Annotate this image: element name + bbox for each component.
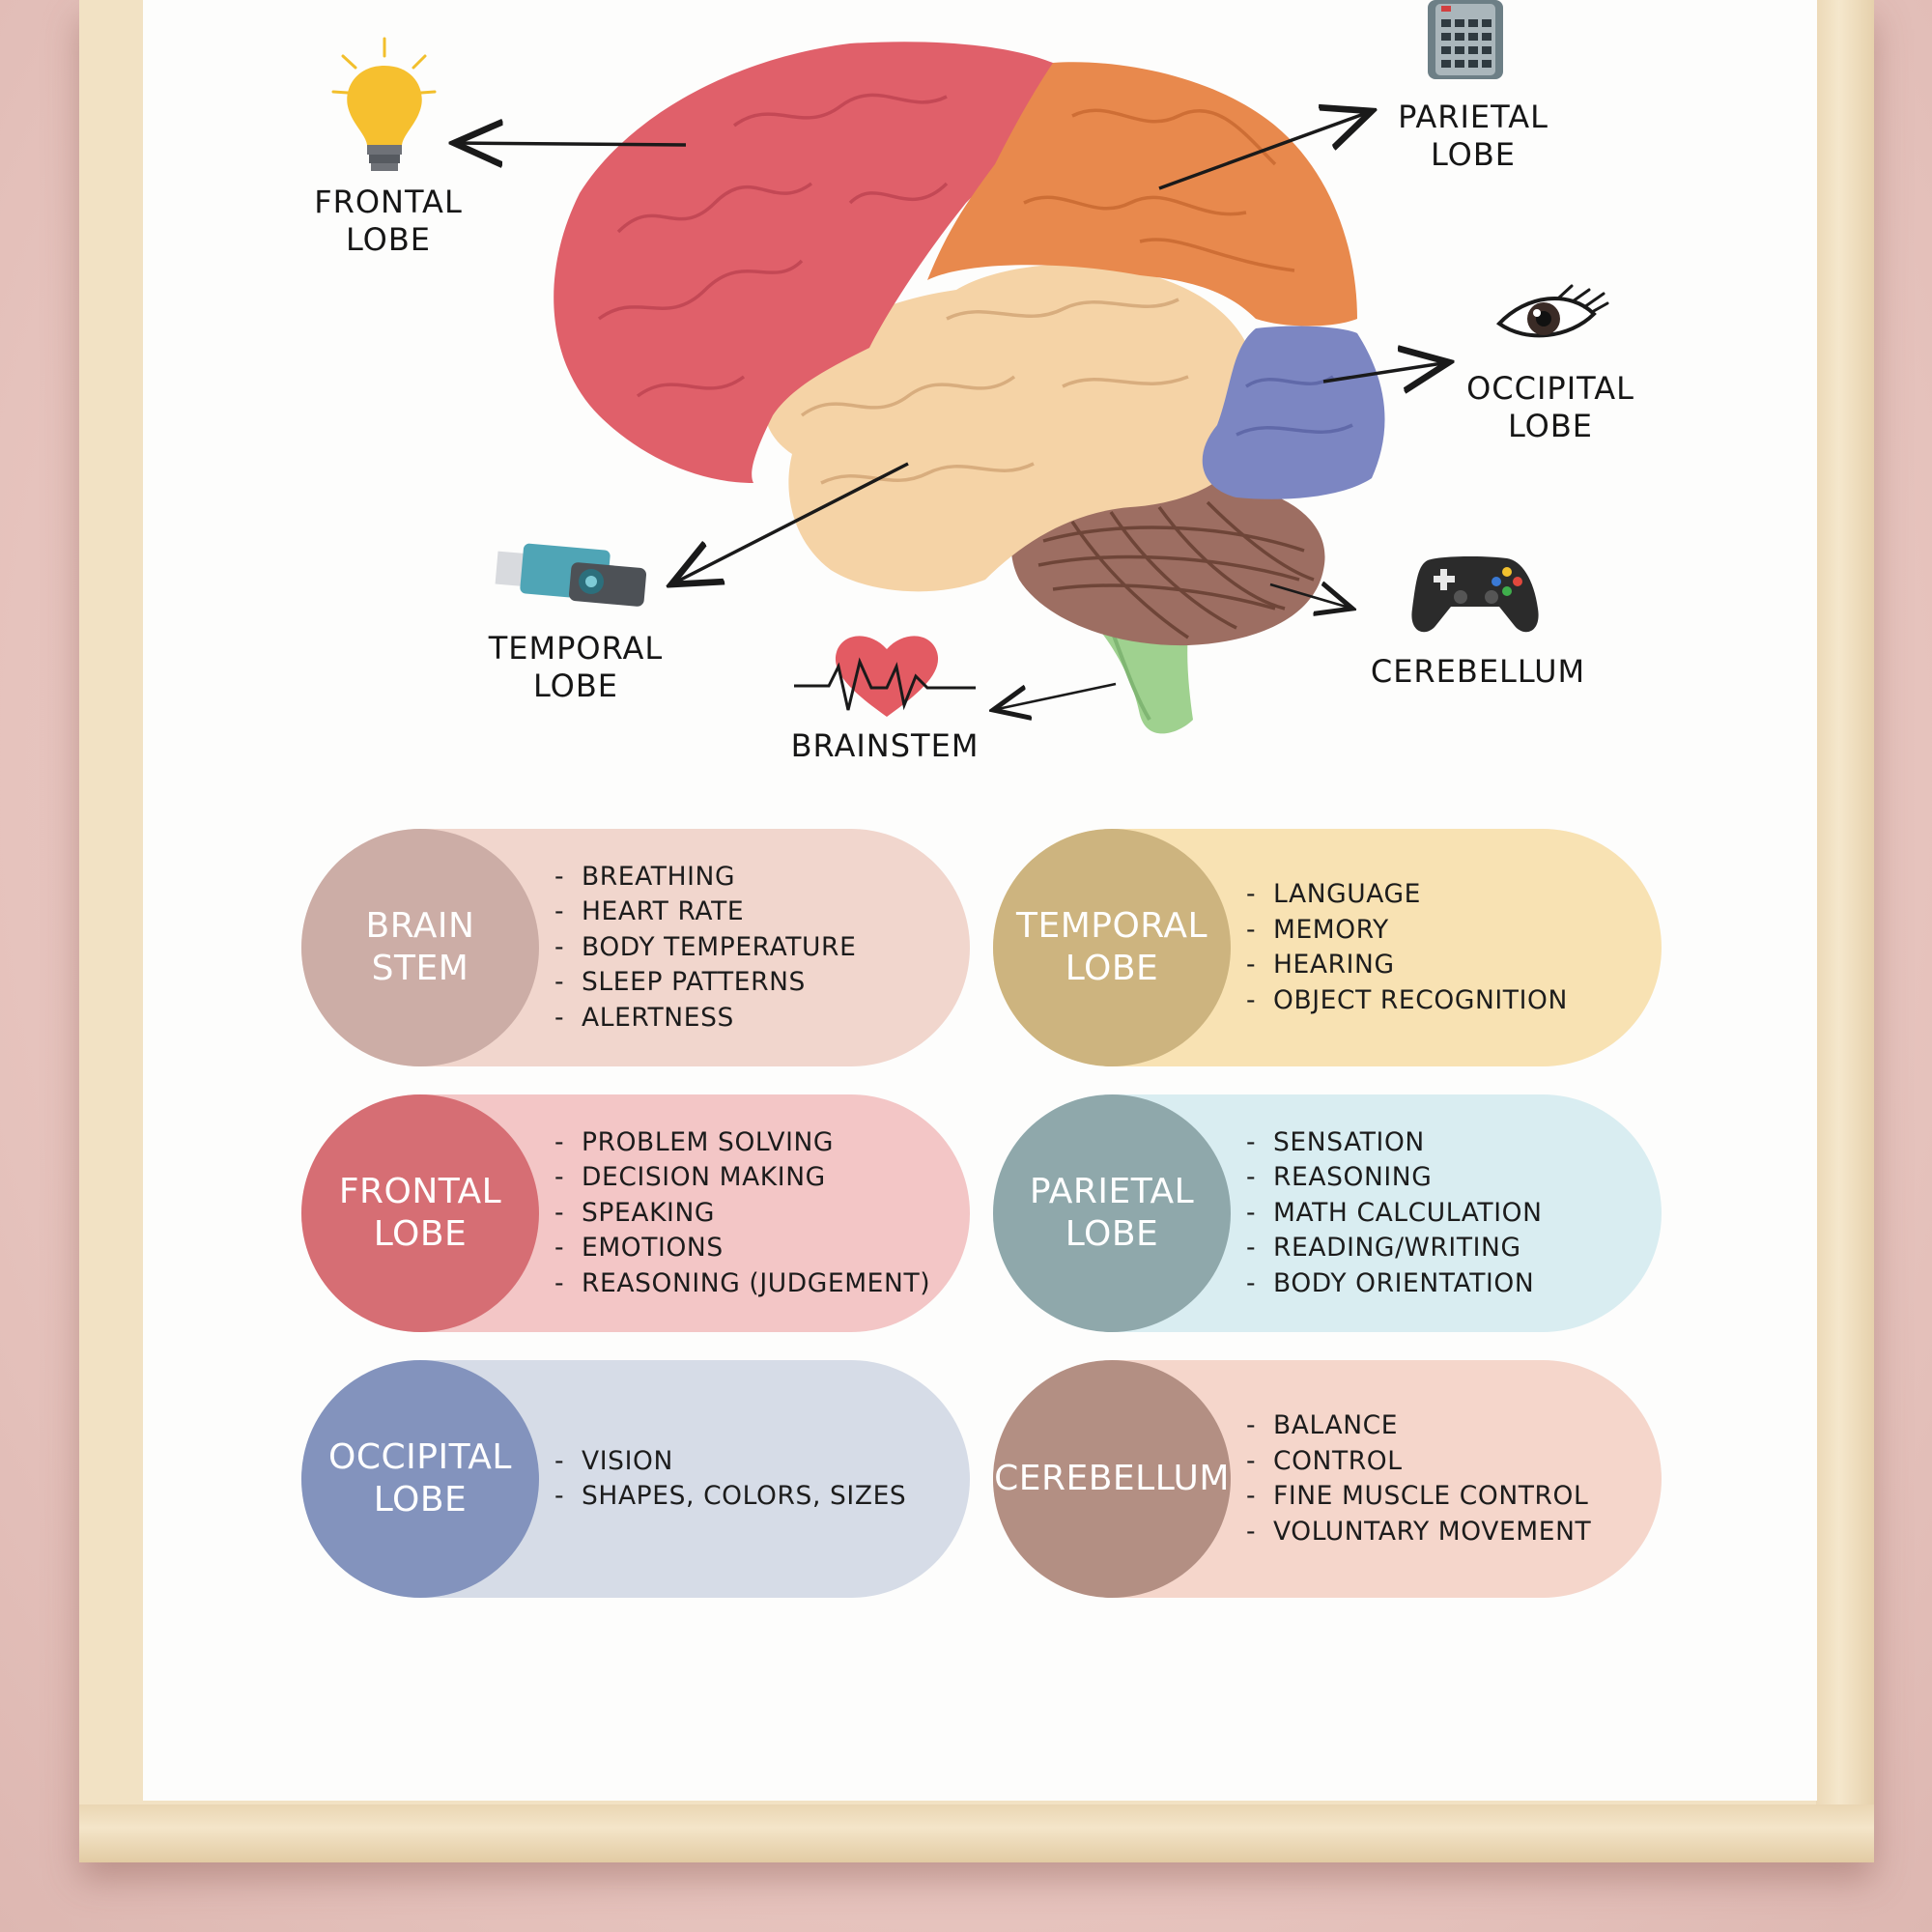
label-cerebellum: CEREBELLUM: [1370, 653, 1586, 690]
card-function-item: SENSATION: [1246, 1125, 1543, 1161]
card-title-circle: TEMPORAL LOBE: [993, 829, 1231, 1066]
card-function-item: MEMORY: [1246, 913, 1568, 949]
card-function-item: LANGUAGE: [1246, 877, 1568, 913]
card-function-item: MATH CALCULATION: [1246, 1196, 1543, 1232]
label-frontal-lobe: FRONTAL LOBE: [314, 184, 463, 258]
temporal-lobe-shape: [764, 264, 1259, 592]
usb-drive-icon: [495, 543, 647, 607]
card-function-item: BODY TEMPERATURE: [554, 930, 856, 966]
occipital-lobe-shape: [1202, 326, 1385, 499]
label-brainstem: BRAINSTEM: [790, 727, 980, 764]
card-temporal-lobe: TEMPORAL LOBE LANGUAGEMEMORYHEARINGOBJECT…: [993, 829, 1662, 1066]
card-function-list: BALANCECONTROLFINE MUSCLE CONTROLVOLUNTA…: [1246, 1360, 1591, 1598]
card-function-item: BREATHING: [554, 860, 856, 895]
card-function-item: OBJECT RECOGNITION: [1246, 983, 1568, 1019]
calculator-icon: [1428, 0, 1503, 79]
card-title-circle: FRONTAL LOBE: [301, 1094, 539, 1332]
brainstem-arrow: [993, 682, 1117, 710]
card-brain-stem: BRAIN STEM BREATHINGHEART RATEBODY TEMPER…: [301, 829, 970, 1066]
card-function-item: SLEEP PATTERNS: [554, 965, 856, 1001]
label-occipital-lobe: OCCIPITAL LOBE: [1466, 370, 1634, 444]
card-function-list: SENSATIONREASONINGMATH CALCULATIONREADIN…: [1246, 1094, 1543, 1332]
pointer-arrows: [454, 111, 1449, 710]
light-bulb-icon: [331, 37, 437, 171]
card-title: FRONTAL LOBE: [338, 1172, 502, 1254]
card-function-item: HEARING: [1246, 948, 1568, 983]
card-function-list: BREATHINGHEART RATEBODY TEMPERATURESLEEP…: [554, 829, 856, 1066]
label-temporal-lobe: TEMPORAL LOBE: [488, 630, 664, 704]
parietal-arrow: [1158, 111, 1372, 190]
card-function-item: BALANCE: [1246, 1408, 1591, 1444]
card-parietal-lobe: PARIETAL LOBE SENSATIONREASONINGMATH CALC…: [993, 1094, 1662, 1332]
card-title-circle: BRAIN STEM: [301, 829, 539, 1066]
cerebellum-arrow: [1269, 584, 1352, 609]
card-function-list: LANGUAGEMEMORYHEARINGOBJECT RECOGNITION: [1246, 829, 1568, 1066]
card-function-item: EMOTIONS: [554, 1231, 930, 1266]
card-function-item: REASONING: [1246, 1160, 1543, 1196]
card-function-item: REASONING (JUDGEMENT): [554, 1266, 930, 1302]
card-function-item: READING/WRITING: [1246, 1231, 1543, 1266]
card-title: OCCIPITAL LOBE: [328, 1437, 512, 1520]
parietal-lobe-shape: [927, 62, 1357, 327]
card-title-circle: CEREBELLUM: [993, 1360, 1231, 1598]
heartbeat-icon: [794, 636, 976, 717]
frontal-lobe-shape: [554, 42, 1058, 484]
card-function-item: DECISION MAKING: [554, 1160, 930, 1196]
card-cerebellum: CEREBELLUM BALANCECONTROLFINE MUSCLE CONT…: [993, 1360, 1662, 1598]
card-title-circle: OCCIPITAL LOBE: [301, 1360, 539, 1598]
frontal-arrow: [454, 143, 687, 145]
cerebellum-shape: [1010, 477, 1325, 646]
card-function-item: ALERTNESS: [554, 1001, 856, 1037]
card-function-item: VISION: [554, 1444, 906, 1480]
card-function-list: PROBLEM SOLVINGDECISION MAKINGSPEAKINGEM…: [554, 1094, 930, 1332]
frame-right-edge: [1816, 0, 1874, 1862]
card-function-item: SPEAKING: [554, 1196, 930, 1232]
frame-bottom-edge: [79, 1804, 1874, 1862]
card-title: BRAIN STEM: [365, 906, 475, 988]
card-function-item: PROBLEM SOLVING: [554, 1125, 930, 1161]
card-function-list: VISIONSHAPES, COLORS, SIZES: [554, 1360, 906, 1598]
card-function-item: BODY ORIENTATION: [1246, 1266, 1543, 1302]
temporal-arrow: [671, 462, 909, 584]
brain-illustration: [554, 42, 1385, 734]
label-parietal-lobe: PARIETAL LOBE: [1398, 99, 1548, 173]
card-title: TEMPORAL LOBE: [1015, 906, 1208, 988]
occipital-arrow: [1322, 362, 1449, 382]
game-controller-icon: [1411, 555, 1539, 633]
card-title: PARIETAL LOBE: [1029, 1172, 1195, 1254]
card-occipital-lobe: OCCIPITAL LOBE VISIONSHAPES, COLORS, SIZE…: [301, 1360, 970, 1598]
card-function-item: CONTROL: [1246, 1444, 1591, 1480]
card-function-item: FINE MUSCLE CONTROL: [1246, 1479, 1591, 1515]
card-function-item: HEART RATE: [554, 895, 856, 930]
card-title-circle: PARIETAL LOBE: [993, 1094, 1231, 1332]
card-function-item: SHAPES, COLORS, SIZES: [554, 1479, 906, 1515]
eye-icon: [1495, 284, 1609, 338]
card-function-item: VOLUNTARY MOVEMENT: [1246, 1515, 1591, 1550]
card-frontal-lobe: FRONTAL LOBE PROBLEM SOLVINGDECISION MAKI…: [301, 1094, 970, 1332]
card-title: CEREBELLUM: [994, 1459, 1230, 1498]
